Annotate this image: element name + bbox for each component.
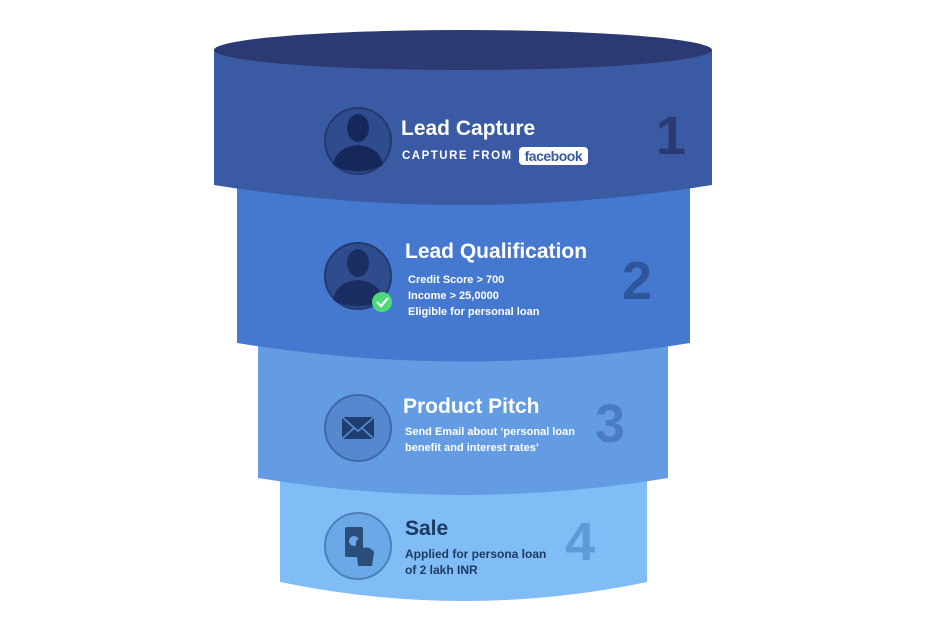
stage-4-details: Applied for persona loan of 2 lakh INR [405,546,546,578]
stage-2-title: Lead Qualification [405,240,588,263]
envelope-icon [324,394,392,462]
funnel-stage-2-shape [237,180,690,362]
detail-line: of 2 lakh INR [405,563,478,577]
detail-line: benefit and interest rates’ [405,442,539,454]
stage-2-details: Credit Score > 700 Income > 25,0000 Elig… [408,272,539,320]
stage-1-title: Lead Capture [401,117,536,140]
money-hand-icon [324,512,392,580]
stage-3-title: Product Pitch [403,395,540,418]
facebook-logo-badge: facebook [518,147,589,165]
stage-2-number: 2 [622,251,653,311]
detail-line: Send Email about ‘personal loan [405,426,575,438]
stage-3-details: Send Email about ‘personal loan benefit … [405,424,575,456]
stage-4-number: 4 [565,512,596,572]
stage-1-caption: CAPTURE FROM facebook [402,147,589,165]
detail-line: Eligible for personal loan [408,306,540,318]
stage-1-number: 1 [656,106,687,166]
user-icon [324,107,392,175]
detail-line: Credit Score > 700 [408,274,505,286]
stage-3-number: 3 [595,394,626,454]
stage-4-title: Sale [405,517,449,540]
capture-from-label: CAPTURE FROM [402,150,513,162]
detail-line: Applied for persona loan [405,547,547,561]
detail-line: Income > 25,0000 [408,290,499,302]
funnel-top-ellipse [214,30,712,70]
user-check-icon [324,242,392,312]
